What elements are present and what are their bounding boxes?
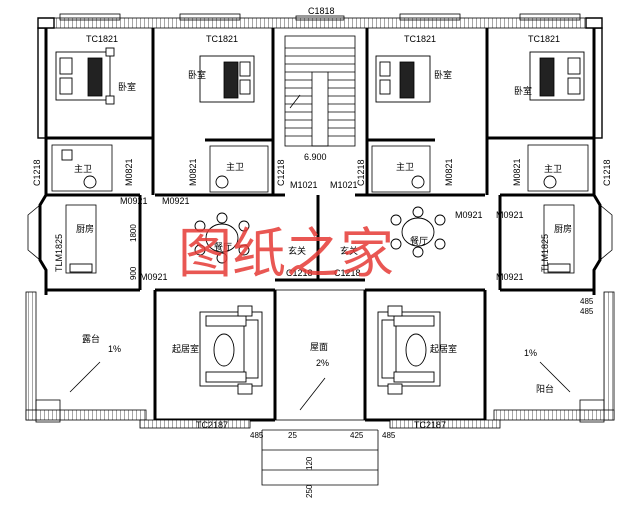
bed-left-2 — [199, 55, 255, 103]
label-485-top-right: 485 — [580, 297, 594, 306]
bathroom-fixtures — [51, 144, 589, 193]
label-m0821-3: M0821 — [444, 158, 454, 186]
label-slope-terrace: 1% — [108, 344, 121, 354]
label-c1218-left: C1218 — [32, 159, 42, 186]
label-tc1821-4: TC1821 — [528, 34, 560, 44]
vertical-labels: C1218 M0821 M0821 C1218 C1218 M0821 M082… — [32, 158, 612, 498]
bedroom-partitions — [46, 28, 594, 195]
bed-left-1 — [55, 47, 115, 105]
label-485-right: 485 — [382, 431, 396, 440]
room-bedroom-4: 卧室 — [514, 85, 532, 97]
label-425-right: 425 — [350, 431, 364, 440]
label-c1218-mid-left: C1218 — [286, 268, 313, 278]
label-c1218-3: C1218 — [356, 159, 366, 186]
kitchens — [27, 204, 613, 274]
label-slope-balcony: 1% — [524, 348, 537, 358]
label-slope-roof: 2% — [316, 358, 329, 368]
room-bedroom-1: 卧室 — [118, 81, 136, 93]
living-room-right — [363, 290, 487, 422]
label-m0921-5: M0921 — [140, 272, 168, 282]
label-c1218-mid-right: C1218 — [334, 268, 361, 278]
room-kitchen-right: 厨房 — [554, 223, 572, 235]
label-m0921-6: M0921 — [496, 272, 524, 282]
label-tlm1825-left: TLM1825 — [54, 234, 64, 272]
label-m0921-1: M0921 — [162, 196, 190, 206]
label-tc2187-right: TC2187 — [414, 420, 446, 430]
room-bath-3: 主卫 — [396, 161, 414, 173]
label-120: 120 — [305, 456, 314, 470]
watermark-text: 图纸之家 — [178, 222, 394, 285]
bed-right-1 — [375, 55, 431, 103]
bed-right-2 — [529, 51, 585, 101]
label-m0821-1: M0821 — [124, 158, 134, 186]
label-485-top-right-2: 485 — [580, 307, 594, 316]
label-m0821-4: M0821 — [512, 158, 522, 186]
label-250: 250 — [305, 484, 314, 498]
room-dining-right: 餐厅 — [410, 235, 428, 247]
label-c1218-2: C1218 — [276, 159, 286, 186]
label-m0921-4: M0921 — [496, 210, 524, 220]
label-tlm1825-right: TLM1825 — [540, 234, 550, 272]
room-kitchen-left: 厨房 — [76, 223, 94, 235]
room-bath-4: 主卫 — [544, 163, 562, 175]
room-entry-left: 玄关 — [288, 245, 306, 257]
label-c1818: C1818 — [308, 6, 335, 16]
room-bath-1: 主卫 — [74, 163, 92, 175]
label-m1021-right: M1021 — [330, 180, 358, 190]
room-bedroom-2: 卧室 — [188, 69, 206, 81]
room-roof: 屋面 — [310, 342, 328, 353]
code-labels: C1818 TC1821 TC1821 TC1821 TC1821 6.900 … — [86, 6, 594, 440]
living-room-left — [153, 290, 277, 422]
label-900: 900 — [129, 266, 138, 280]
label-c1218-right: C1218 — [602, 159, 612, 186]
dining-table-left — [194, 212, 250, 264]
top-windows — [59, 13, 581, 21]
terraces — [25, 291, 615, 423]
label-m0921-2: M0921 — [120, 196, 148, 206]
label-m1021-left: M1021 — [290, 180, 318, 190]
label-m0921-3: M0921 — [455, 210, 483, 220]
room-entry-right: 玄关 — [340, 245, 358, 257]
room-labels: 卧室 卧室 卧室 卧室 主卫 主卫 主卫 主卫 厨房 厨房 餐厅 餐厅 玄关 玄… — [74, 69, 572, 395]
roof-and-steps — [139, 289, 501, 486]
room-dining-left: 餐厅 — [214, 241, 232, 253]
label-tc1821-3: TC1821 — [404, 34, 436, 44]
label-tc2187-left: TC2187 — [196, 420, 228, 430]
dining-table-right — [390, 206, 446, 258]
stairwell — [284, 35, 356, 147]
label-1800: 1800 — [129, 224, 138, 242]
label-tc1821-2: TC1821 — [206, 34, 238, 44]
middle-walls — [46, 193, 594, 292]
label-tc1821-1: TC1821 — [86, 34, 118, 44]
room-living-left: 起居室 — [172, 343, 199, 355]
room-living-right: 起居室 — [430, 343, 457, 355]
room-terrace: 露台 — [82, 333, 100, 345]
label-485-left: 485 — [250, 431, 264, 440]
room-bedroom-3: 卧室 — [434, 69, 452, 81]
label-m0821-2: M0821 — [188, 158, 198, 186]
room-bath-2: 主卫 — [226, 161, 244, 173]
room-balcony: 阳台 — [536, 383, 554, 395]
label-elevation: 6.900 — [304, 152, 327, 162]
label-25-left: 25 — [288, 431, 297, 440]
